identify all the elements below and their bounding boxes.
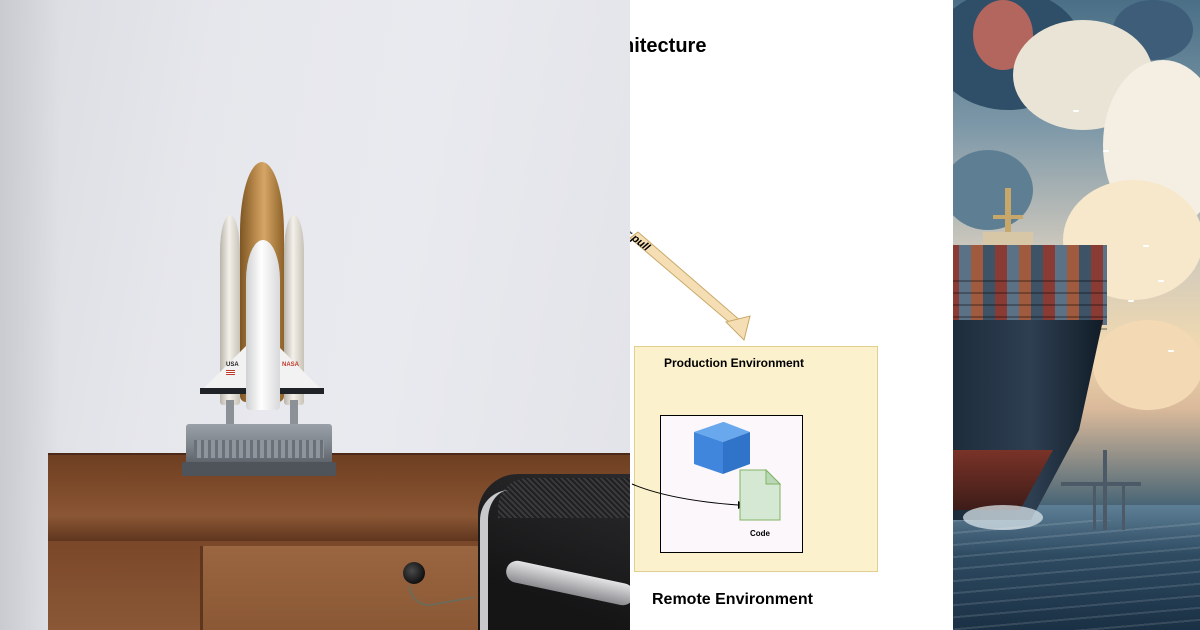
bird	[1143, 245, 1149, 247]
diagram-icons	[631, 422, 782, 521]
bird	[1073, 110, 1079, 112]
orbiter-nasa-text: NASA	[282, 362, 300, 368]
ship-mast-crossbar	[993, 215, 1023, 219]
bird	[1168, 350, 1174, 352]
port-crane-arm	[1061, 482, 1141, 486]
launch-stand-base	[182, 462, 336, 476]
docker-cube-icon	[694, 422, 750, 474]
launch-stand-grill	[194, 440, 324, 458]
shuttle-photo-panel: USA NASA	[0, 0, 630, 630]
production-environment-label: Production Environment	[664, 356, 805, 370]
connector-line	[631, 483, 739, 506]
pull-arrow-head	[725, 315, 751, 341]
diagram-title: hitecture	[630, 35, 707, 57]
container-ship-painting-panel	[953, 0, 1200, 630]
port-crane-legs	[1093, 485, 1125, 530]
pull-arrow	[630, 231, 751, 341]
orbiter-usa-text: USA	[226, 362, 239, 368]
code-file-icon	[739, 468, 782, 521]
chair-frame	[480, 490, 548, 630]
stand-pylon	[226, 400, 234, 426]
bird	[1103, 150, 1109, 152]
remote-environment-label: Remote Environment	[652, 591, 813, 608]
us-flag-icon	[226, 370, 235, 375]
bow-wave-foam	[963, 505, 1043, 530]
stacked-containers	[953, 245, 1107, 325]
cloud	[1093, 320, 1200, 410]
bird	[1158, 280, 1164, 282]
port-crane	[1103, 450, 1107, 530]
waves	[953, 520, 1200, 630]
bird	[1128, 300, 1134, 302]
drawer-knob	[403, 562, 425, 584]
stand-pylon	[290, 400, 298, 426]
code-label: Code	[750, 529, 770, 538]
ship-mast	[1005, 188, 1011, 258]
architecture-diagram-panel: hitecture er pull Production Environment…	[630, 0, 953, 630]
orbiter	[246, 240, 280, 410]
